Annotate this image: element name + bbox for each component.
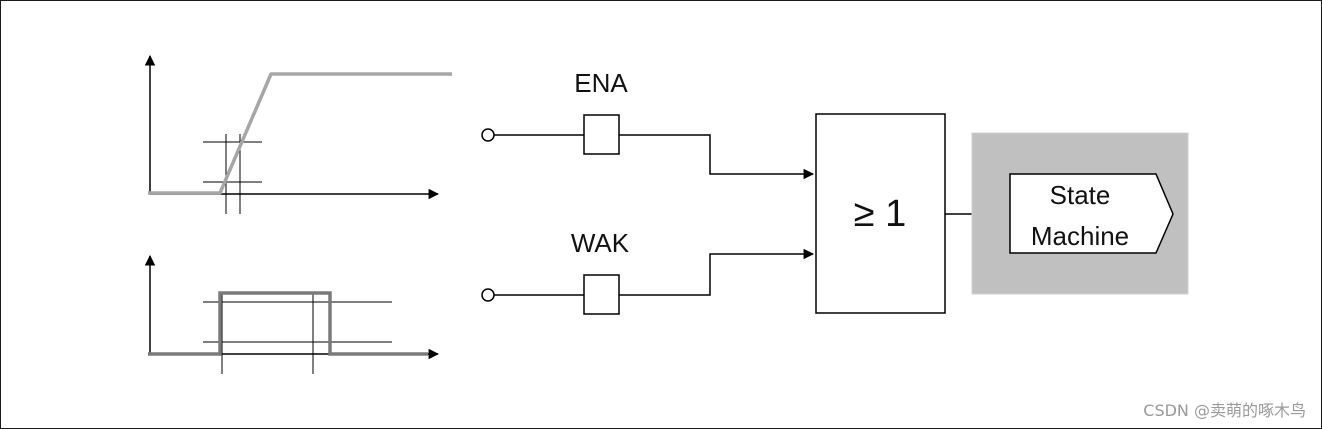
ena-filter-box bbox=[583, 114, 620, 155]
state-machine-line2: Machine bbox=[1031, 221, 1129, 251]
wak-wire-out bbox=[619, 248, 815, 296]
wak-label: WAK bbox=[571, 228, 630, 258]
ramp-waveform-plot bbox=[144, 54, 452, 214]
wak-terminal bbox=[481, 288, 495, 302]
ena-label: ENA bbox=[574, 68, 628, 98]
state-machine-tag bbox=[1009, 173, 1174, 254]
or-gate-label: ≥ 1 bbox=[854, 193, 907, 235]
wak-input-path: WAK bbox=[481, 228, 815, 315]
pulse-waveform-plot bbox=[144, 254, 440, 374]
ena-terminal bbox=[481, 128, 495, 142]
ena-input-path: ENA bbox=[481, 68, 815, 180]
state-machine-block: State Machine bbox=[971, 132, 1189, 295]
or-gate: ≥ 1 bbox=[815, 113, 946, 314]
ena-wire-out bbox=[619, 134, 815, 180]
watermark-text: CSDN @卖萌的啄木鸟 bbox=[1143, 401, 1306, 420]
ramp-signal-trace bbox=[148, 72, 452, 195]
wak-filter-box bbox=[583, 274, 620, 315]
pulse-signal-trace bbox=[148, 291, 428, 356]
state-machine-line1: State bbox=[1050, 180, 1111, 210]
